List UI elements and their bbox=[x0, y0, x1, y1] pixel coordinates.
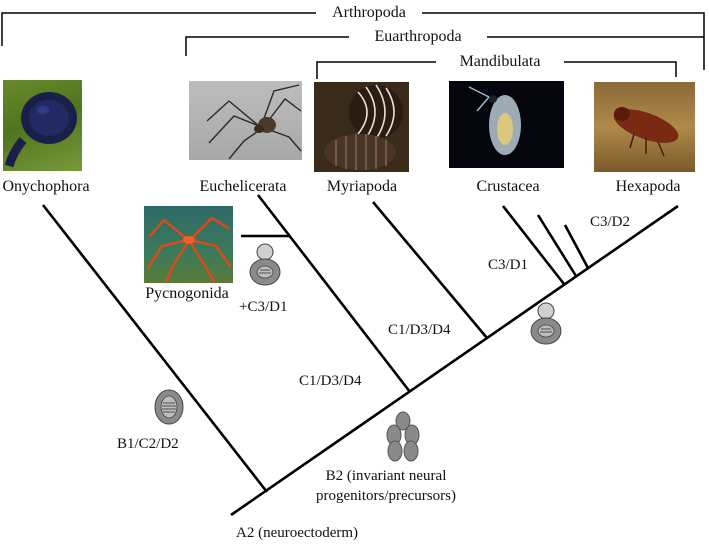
myriapoda-label: Myriapoda bbox=[326, 178, 398, 195]
arthropoda-label: Arthropoda bbox=[332, 4, 406, 21]
invariant-progenitor-cluster-icon bbox=[386, 411, 420, 462]
b2-annotation: B2 (invariant neural progenitors/precurs… bbox=[316, 466, 456, 506]
euchelicerata-label: Euchelicerata bbox=[199, 178, 287, 195]
mandibulata-bracket bbox=[316, 61, 677, 79]
crustacea-branch-2 bbox=[536, 214, 578, 277]
crustacea-branch-3 bbox=[563, 224, 590, 269]
crustacea-label: Crustacea bbox=[476, 178, 540, 195]
euchelicerata-node-label: C1/D3/D4 bbox=[299, 373, 362, 389]
myriapoda-photo bbox=[314, 82, 409, 172]
crustacea-branch-1 bbox=[501, 205, 566, 285]
crustacea-photo bbox=[449, 81, 564, 168]
euchelicerata-branch bbox=[256, 194, 412, 393]
onychophora-character-label: B1/C2/D2 bbox=[117, 436, 179, 452]
onychophora-label: Onychophora bbox=[2, 178, 90, 195]
hexapoda-label: Hexapoda bbox=[615, 178, 681, 195]
hexapoda-photo bbox=[594, 82, 695, 172]
pycnogonida-label: Pycnogonida bbox=[145, 285, 229, 302]
onychophora-photo bbox=[3, 80, 82, 171]
neuroblast-pair-icon bbox=[530, 302, 562, 345]
trunk-branch bbox=[230, 204, 679, 517]
b2-annotation-line1: B2 (invariant neural bbox=[325, 468, 447, 484]
euarthropoda-label: Euarthropoda bbox=[374, 28, 462, 45]
hexapoda-node-label: C3/D2 bbox=[590, 214, 631, 230]
arthropoda-bracket bbox=[1, 12, 705, 70]
ventral-organ-icon bbox=[154, 389, 184, 425]
pycnogonida-character-label: +C3/D1 bbox=[239, 299, 288, 315]
mandibulata-label: Mandibulata bbox=[459, 53, 541, 70]
onychophora-branch bbox=[41, 204, 269, 493]
euarthropoda-bracket bbox=[185, 36, 704, 56]
euchelicerata-photo bbox=[189, 81, 302, 160]
myriapoda-branch bbox=[372, 201, 488, 339]
neuroblast-pair-icon bbox=[249, 243, 281, 286]
root-label: A2 (neuroectoderm) bbox=[236, 525, 359, 541]
crustacea-node-label: C3/D1 bbox=[488, 257, 529, 273]
pycnogonida-photo bbox=[144, 206, 233, 283]
myriapoda-node-label: C1/D3/D4 bbox=[388, 322, 451, 338]
b2-annotation-line2: progenitors/precursors) bbox=[316, 488, 456, 504]
